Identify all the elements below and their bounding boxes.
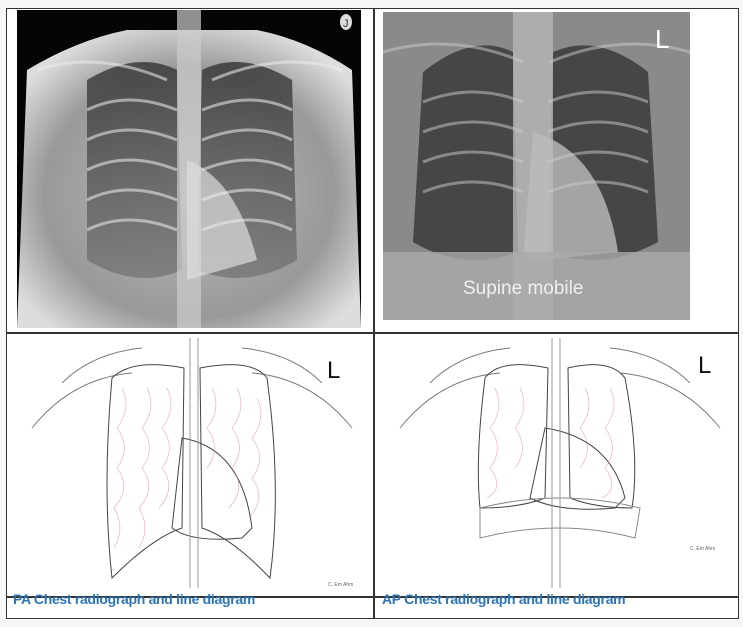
pa-line-diagram: L C. Em Ahm: [31, 338, 353, 588]
row-divider: [7, 332, 738, 334]
artist-signature: C. Em Ahm: [328, 582, 353, 588]
ap-chest-radiograph: L Supine mobile: [383, 12, 690, 320]
side-marker: L: [655, 24, 669, 54]
ap-line-diagram: L C. Em Ahm: [399, 338, 721, 588]
caption-pa: PA Chest radiograph and line diagram: [13, 591, 256, 607]
side-marker: L: [327, 357, 340, 384]
artist-signature: C. Em Ahm: [690, 546, 715, 552]
side-marker-text: J: [343, 18, 349, 30]
side-marker: [340, 14, 352, 30]
row-divider: [7, 596, 738, 598]
column-divider: [373, 9, 375, 618]
pa-chest-radiograph: J: [17, 10, 361, 328]
caption-ap: AP Chest radiograph and line diagram: [382, 591, 626, 607]
overlay-label: Supine mobile: [463, 278, 583, 299]
side-marker: L: [698, 352, 711, 379]
